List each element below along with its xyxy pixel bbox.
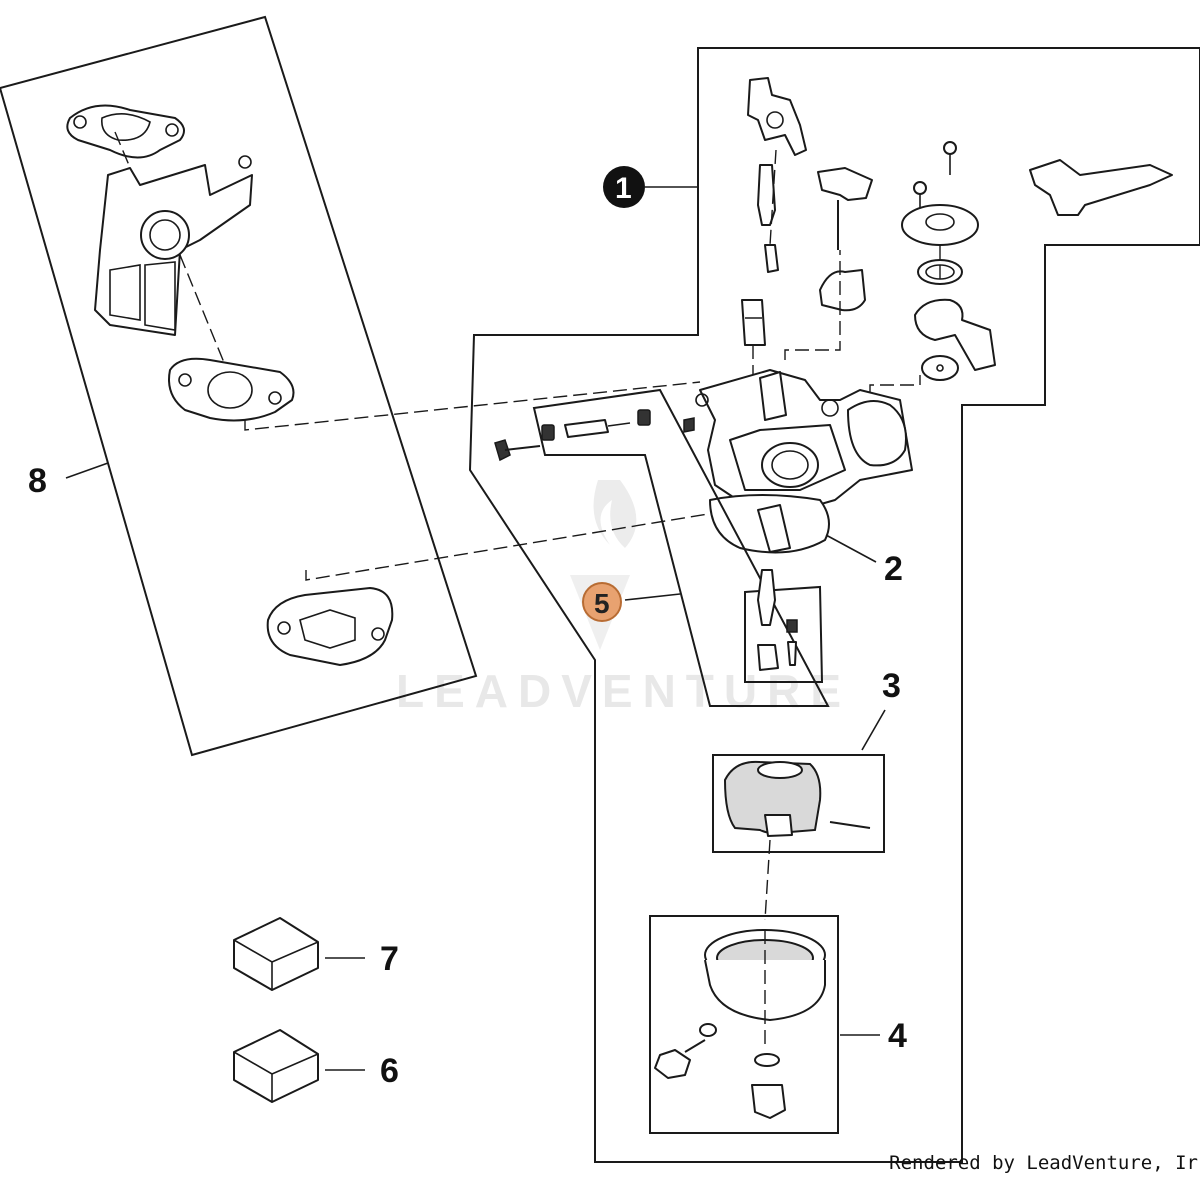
callout-3-leader bbox=[861, 709, 886, 751]
small-plate bbox=[921, 355, 959, 381]
callout-2: 2 bbox=[884, 550, 903, 588]
group-8-outline bbox=[0, 15, 478, 757]
float-needle-parts bbox=[757, 569, 798, 671]
middle-gasket bbox=[168, 357, 295, 422]
float-bowl bbox=[704, 929, 826, 1045]
leader-dash-8c bbox=[244, 381, 701, 431]
group-1-outline bbox=[468, 47, 1200, 1163]
throttle-valve bbox=[819, 269, 866, 312]
clip bbox=[764, 244, 779, 273]
callout-2-leader bbox=[825, 534, 877, 563]
upper-gasket bbox=[66, 104, 185, 159]
throttle-shaft bbox=[817, 167, 873, 250]
callout-5: 5 bbox=[594, 588, 610, 619]
part-7-box bbox=[233, 917, 319, 991]
lower-gasket bbox=[266, 587, 394, 666]
callout-6: 6 bbox=[380, 1052, 399, 1090]
choke-rod bbox=[1029, 159, 1173, 216]
carburetor-body bbox=[695, 369, 913, 554]
plate bbox=[901, 204, 979, 246]
watermark-text: LEADVENTURE bbox=[396, 665, 851, 717]
leader-dash-1c bbox=[784, 250, 841, 360]
main-jet-plug bbox=[741, 299, 766, 346]
choke-link bbox=[757, 164, 776, 226]
callout-8: 8 bbox=[28, 462, 47, 500]
drain-plug bbox=[751, 1053, 786, 1119]
throttle-lever bbox=[914, 298, 996, 371]
leader-dash-8b bbox=[179, 254, 226, 366]
group-5-inner bbox=[744, 585, 824, 683]
pilot-screw bbox=[494, 409, 695, 462]
float bbox=[723, 760, 871, 837]
part-6-box bbox=[233, 1029, 319, 1103]
callout-7: 7 bbox=[380, 940, 399, 978]
leader-dash-1a bbox=[769, 149, 777, 246]
leader-dash-8d bbox=[305, 511, 721, 581]
group-4-outline bbox=[649, 915, 839, 1134]
footer-credit: Rendered by LeadVenture, Ir bbox=[889, 1152, 1198, 1174]
callout-5-badge bbox=[582, 582, 622, 622]
callout-1-badge bbox=[603, 166, 645, 208]
leader-dash-3 bbox=[764, 839, 771, 921]
callout-8-leader bbox=[65, 462, 109, 479]
group-3-outline bbox=[712, 754, 885, 853]
leader-dash-1d bbox=[869, 375, 921, 395]
group-5-outline bbox=[532, 388, 830, 707]
bowl-screw bbox=[654, 1023, 717, 1079]
choke-lever bbox=[747, 77, 807, 156]
callout-5-leader bbox=[624, 593, 681, 601]
screw-a bbox=[943, 141, 957, 175]
callout-4: 4 bbox=[888, 1017, 907, 1055]
callout-3: 3 bbox=[882, 667, 901, 705]
insulator-bracket bbox=[94, 155, 253, 336]
callout-1: 1 bbox=[615, 172, 632, 205]
